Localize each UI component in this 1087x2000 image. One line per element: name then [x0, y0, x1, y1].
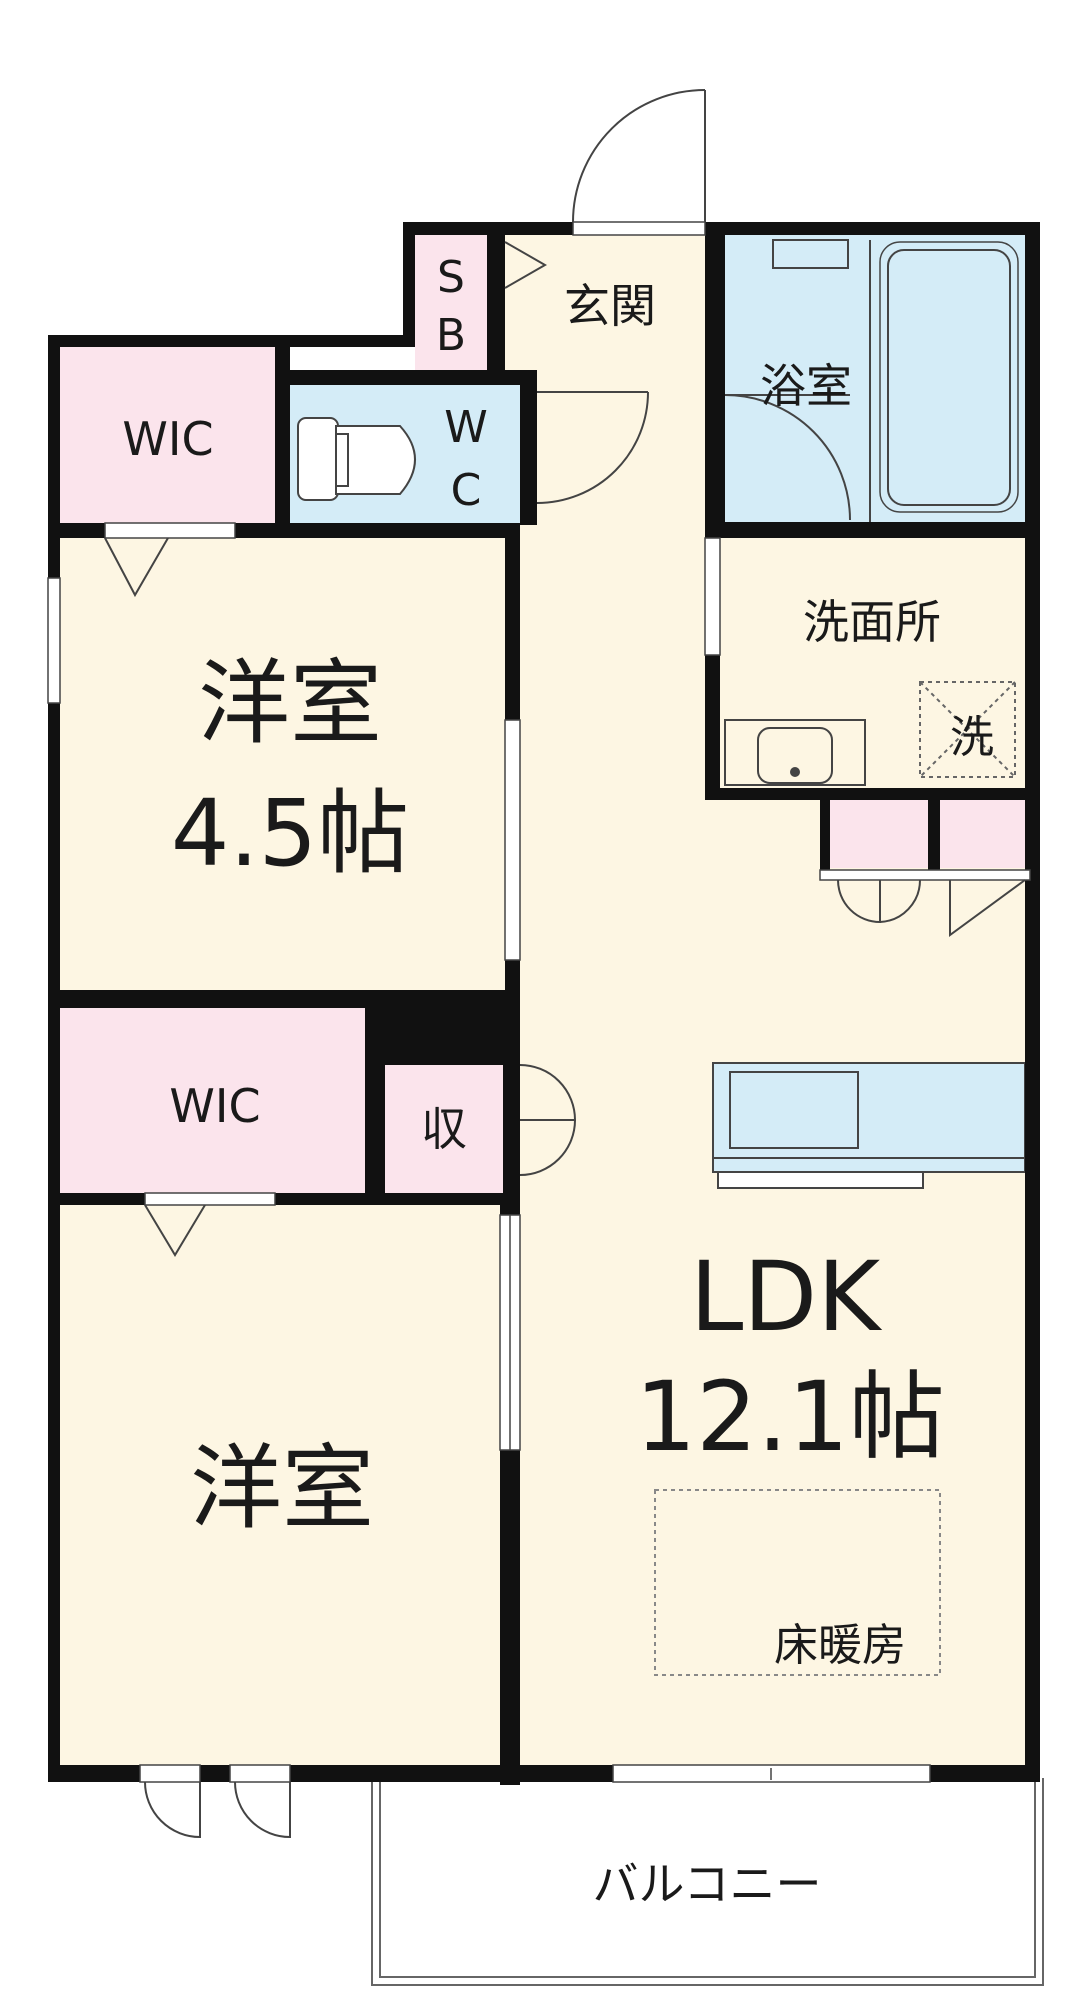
washer-label: 洗 — [950, 712, 994, 763]
wc-label-w: W — [444, 402, 488, 453]
window-marks — [509, 1215, 772, 1780]
bath-label: 浴室 — [760, 359, 852, 413]
wic-mid-label: WIC — [169, 1079, 260, 1133]
western1-size: 4.5帖 — [171, 780, 409, 887]
bath-area — [725, 235, 1025, 525]
walls — [48, 222, 1040, 1785]
wic-mid-area — [60, 1008, 365, 1193]
wic-top-area — [60, 345, 275, 523]
western2-name: 洋室 — [190, 1435, 374, 1542]
wc-label-c: C — [451, 465, 482, 516]
storage-area — [385, 1065, 503, 1193]
sb-label-s: S — [437, 252, 465, 303]
sb-area — [415, 235, 487, 370]
washing-machine-icon — [919, 681, 1016, 778]
kitchen-counter — [712, 1062, 1026, 1189]
bath-shelf — [772, 239, 849, 269]
sb-label-b: B — [436, 310, 466, 361]
western1-area — [60, 538, 520, 990]
ldk-name: LDK — [690, 1241, 882, 1353]
balcony — [371, 1778, 1044, 1986]
western1-name: 洋室 — [198, 650, 382, 757]
closet1-area — [830, 800, 928, 868]
bathtub-icon — [879, 241, 1019, 513]
balcony-label: バルコニー — [592, 1857, 821, 1911]
wic-top-label: WIC — [122, 412, 213, 466]
doors — [104, 89, 1026, 1839]
floor-heating-label: 床暖房 — [774, 1620, 906, 1671]
floor-heating-area — [654, 1489, 941, 1676]
toilet-icon — [297, 417, 416, 501]
storage-label: 収 — [421, 1102, 467, 1156]
closet2-area — [940, 800, 1025, 868]
washroom-label: 洗面所 — [803, 595, 941, 649]
entrance-label: 玄関 — [564, 279, 656, 333]
ldk-size: 12.1帖 — [635, 1361, 945, 1473]
western2-area — [60, 1205, 500, 1765]
washbasin-icon — [724, 719, 866, 786]
